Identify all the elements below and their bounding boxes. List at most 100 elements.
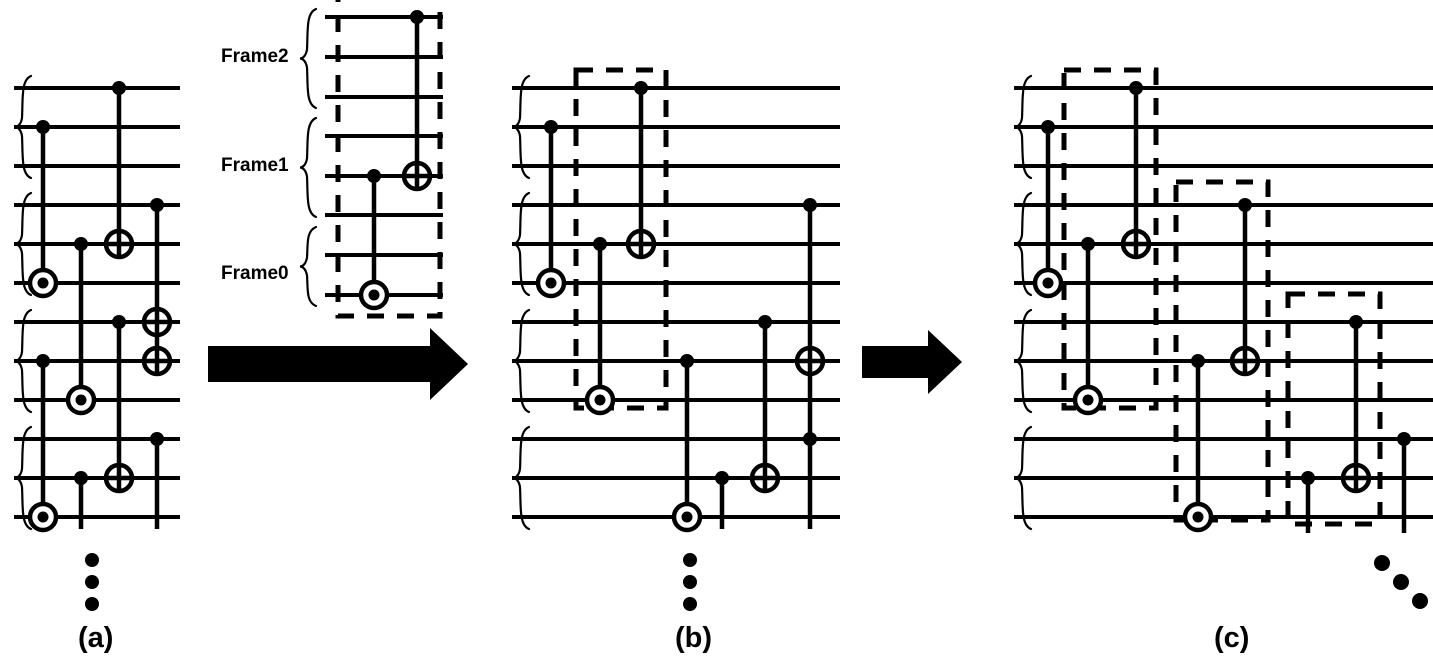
transition-arrows [208, 328, 962, 400]
vertical-ellipsis-a-dot-0 [85, 553, 99, 567]
frame-label-0: Frame2 [221, 46, 289, 67]
control-core [1082, 394, 1094, 406]
gate-f-ctrl-control [367, 169, 381, 183]
gate-a-2-open-control [65, 384, 97, 416]
panel-caption-a: (a) [78, 622, 114, 654]
gate-a-7-control [112, 315, 126, 329]
vertical-ellipsis-b-dot-1 [683, 575, 697, 589]
gate-b-3-target [625, 228, 657, 260]
register-brace-1 [299, 116, 318, 219]
gate-c-2-control [1081, 237, 1095, 251]
gate-a-3-control [112, 81, 126, 95]
gate-b-6-target [749, 462, 781, 494]
gate-b-4-control [680, 354, 694, 368]
panel-caption-b: (b) [675, 622, 713, 654]
gate-b-1-control [544, 120, 558, 134]
gate-b-5-control [715, 471, 729, 485]
gate-a-5-open-control [27, 501, 59, 533]
gate-f-cnot-target [401, 160, 433, 192]
control-core [594, 394, 606, 406]
register-brace-0 [299, 7, 318, 110]
vertical-ellipsis-a-dot-2 [85, 597, 99, 611]
gate-c-7-control [1349, 315, 1363, 329]
gate-a-1-open-control [27, 267, 59, 299]
gate-b-1-open-control [535, 267, 567, 299]
register-brace-2 [512, 308, 531, 414]
gate-b-3-control [634, 81, 648, 95]
frame-label-1: Frame1 [221, 155, 289, 176]
gate-b-4-open-control [671, 501, 703, 533]
dashed-frame-box [335, 0, 443, 319]
gate-c-3-target [1120, 228, 1152, 260]
panel-b-graphics [512, 67, 840, 533]
gate-f-ctrl-open-control [358, 279, 390, 311]
arrow-b-to-c [862, 330, 962, 394]
vertical-ellipsis-a-dot-1 [85, 575, 99, 589]
control-core [681, 511, 693, 523]
gate-c-3-control [1129, 81, 1143, 95]
gate-c-2-open-control [1072, 384, 1104, 416]
gate-a-8-target [141, 306, 173, 338]
gate-b-2-control [593, 237, 607, 251]
gate-a-7-target [103, 462, 135, 494]
register-brace-0 [512, 74, 531, 180]
control-core [75, 394, 87, 406]
register-brace-2 [299, 225, 318, 308]
register-brace-1 [1014, 191, 1033, 297]
gate-a-1-control [36, 120, 50, 134]
gate-a-6-control [74, 471, 88, 485]
diagonal-ellipsis-c-dot-0 [1374, 555, 1390, 571]
gate-a-4-target [141, 345, 173, 377]
gate-a-3-target [103, 228, 135, 260]
vertical-ellipsis-b-dot-2 [683, 597, 697, 611]
dashed-box-c1 [1061, 67, 1159, 411]
gate-c-5-control [1238, 198, 1252, 212]
diagonal-ellipsis-c-dot-2 [1412, 593, 1428, 609]
control-core [1042, 277, 1054, 289]
gate-f-cnot-control [410, 10, 424, 24]
gate-b-7-control [803, 198, 817, 212]
panel-a-graphics [14, 74, 180, 533]
continuation-ellipses [85, 553, 1428, 611]
control-core [37, 277, 49, 289]
gate-c-4-open-control [1182, 501, 1214, 533]
panel-caption-c: (c) [1214, 622, 1250, 654]
frame-stack-graphics [299, 0, 443, 319]
register-brace-3 [512, 425, 531, 531]
gate-a-2-control [74, 237, 88, 251]
dashed-box-c3 [1285, 291, 1383, 527]
arrow-a-to-b [208, 328, 468, 400]
dashed-frame-box [573, 67, 669, 411]
gate-c-4-control [1191, 354, 1205, 368]
gate-c-8-control [1397, 432, 1411, 446]
frame-label-2: Frame0 [221, 263, 289, 284]
diagonal-ellipsis-c-dot-1 [1393, 574, 1409, 590]
gate-b-2-open-control [584, 384, 616, 416]
control-core [37, 511, 49, 523]
dashed-box-c2 [1173, 179, 1271, 523]
gate-b-7-target [794, 345, 826, 377]
control-core [368, 289, 380, 301]
gate-a-5-control [36, 354, 50, 368]
register-brace-1 [512, 191, 531, 297]
gate-a-4-control [150, 198, 164, 212]
control-core [545, 277, 557, 289]
panel-c-graphics [1014, 67, 1433, 533]
gate-c-1-open-control [1032, 267, 1064, 299]
gate-c-6-control [1301, 471, 1315, 485]
register-brace-2 [14, 308, 33, 414]
register-brace-2 [1014, 308, 1033, 414]
control-core [1192, 511, 1204, 523]
gate-c-5-target [1229, 345, 1261, 377]
register-brace-3 [14, 425, 33, 531]
gate-c-1-control [1041, 120, 1055, 134]
gate-a-8-control [150, 432, 164, 446]
register-brace-0 [1014, 74, 1033, 180]
register-brace-1 [14, 191, 33, 297]
register-brace-0 [14, 74, 33, 180]
gate-b-7-control [803, 432, 817, 446]
register-brace-3 [1014, 425, 1033, 531]
gate-c-7-target [1340, 462, 1372, 494]
